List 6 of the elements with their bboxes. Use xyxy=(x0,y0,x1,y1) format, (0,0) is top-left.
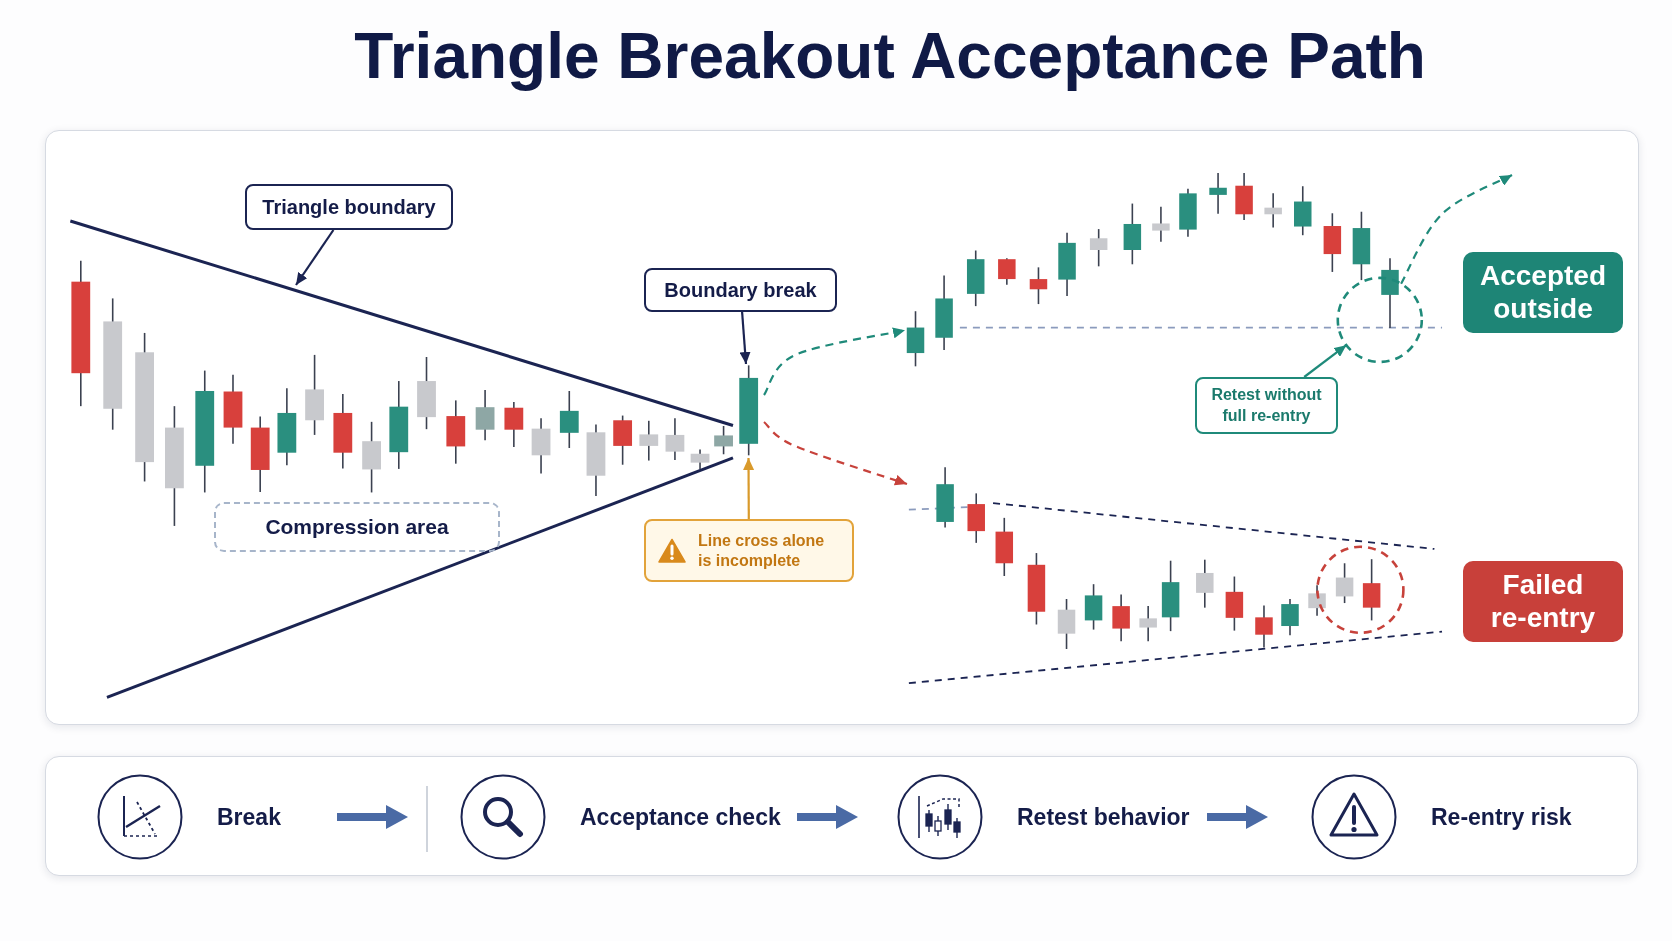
step-label: Acceptance check xyxy=(580,803,781,831)
step-label: Break xyxy=(217,803,281,831)
warning-text: Line cross alone is incomplete xyxy=(698,530,826,571)
step-label: Retest behavior xyxy=(1017,803,1190,831)
step-label: Re-entry risk xyxy=(1431,803,1572,831)
title: Triangle Breakout Acceptance Path xyxy=(354,20,1426,94)
